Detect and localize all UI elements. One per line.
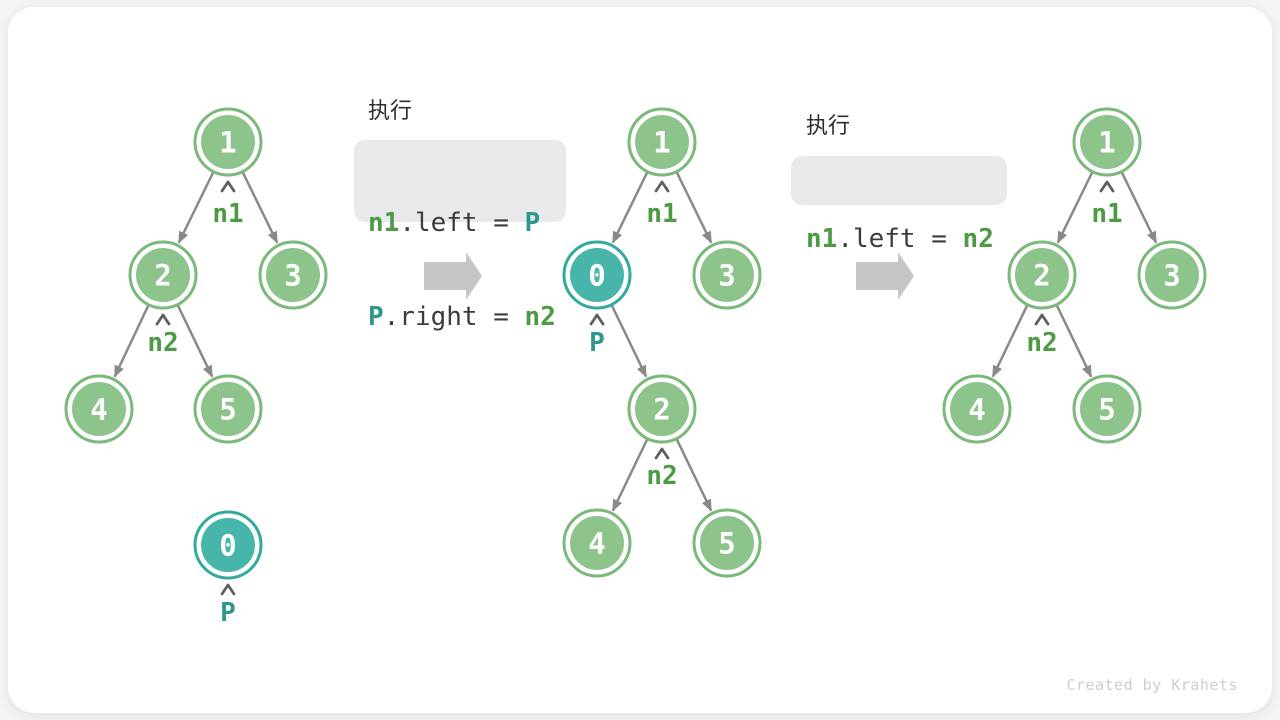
pointer-label-n1: n1: [212, 199, 243, 229]
tree-step1: 1 2 3 4 5 n1 n2 0: [64, 107, 328, 628]
tree-node-1: 1: [193, 107, 263, 177]
node-value: 1: [653, 126, 670, 160]
pointer-label-n2: n2: [646, 461, 677, 491]
code-keyword: n1: [368, 208, 400, 238]
tree-node-5: 5: [193, 374, 263, 444]
tree-node-1: 1: [1072, 107, 1142, 177]
edge-1-3: [1120, 171, 1158, 244]
edge-2-5: [176, 304, 214, 378]
node-value: 4: [588, 527, 605, 561]
tree-node-3: 3: [258, 240, 328, 310]
tree-node-4: 4: [562, 508, 632, 578]
pointer-caret-icon: [654, 447, 670, 460]
tree-node-2: 2: [627, 374, 697, 444]
pointer-caret-icon: [654, 180, 670, 193]
right-block-arrow-icon: [424, 252, 482, 300]
edge-1-2: [1056, 171, 1094, 244]
node-value: 4: [968, 393, 985, 427]
tree-node-2: 2: [128, 240, 198, 310]
exec-label: 执行: [368, 99, 413, 124]
pointer-label-p: P: [220, 598, 236, 628]
node-value: 1: [1098, 126, 1115, 160]
node-value: 5: [718, 527, 735, 561]
node-value: 0: [219, 529, 236, 563]
node-value: 3: [718, 259, 735, 293]
node-value: 4: [90, 393, 107, 427]
code-keyword: n2: [962, 224, 994, 254]
code-line: P.right = n2: [368, 300, 566, 334]
node-value: 0: [588, 259, 605, 293]
edge-2-4: [991, 304, 1029, 378]
tree-node-3: 3: [1137, 240, 1207, 310]
tree-node-4: 4: [64, 374, 134, 444]
pointer-caret-icon: [589, 313, 605, 326]
pointer-label-p: P: [589, 328, 605, 358]
edge-0-2: [610, 304, 648, 378]
node-value: 1: [219, 126, 236, 160]
tree-node-3: 3: [692, 240, 762, 310]
code-keyword: n2: [524, 302, 556, 332]
detached-node-p: 0: [193, 510, 263, 580]
node-value: 2: [154, 259, 171, 293]
exec-label: 执行: [806, 114, 851, 139]
node-value: 2: [1033, 259, 1050, 293]
tree-node-2: 2: [1007, 240, 1077, 310]
code-keyword: n1: [806, 224, 838, 254]
edge-1-2: [177, 171, 215, 244]
pointer-label-n1: n1: [646, 199, 677, 229]
code-snippet-2: n1.left = n2: [791, 156, 1007, 254]
tree-node-5: 5: [1072, 374, 1142, 444]
pointer-caret-icon: [155, 313, 171, 326]
pointer-label-n1: n1: [1091, 199, 1122, 229]
edge-1-3: [241, 171, 279, 244]
tree-node-4: 4: [942, 374, 1012, 444]
node-value: 3: [284, 259, 301, 293]
edge-2-4: [113, 304, 150, 378]
code-keyword: P: [524, 208, 541, 238]
code-line: n1.left = n2: [806, 222, 1007, 256]
code-text: .right =: [383, 302, 525, 332]
pointer-caret-icon: [220, 583, 236, 596]
code-snippet-1: n1.left = P P.right = n2: [354, 140, 566, 332]
node-value: 5: [1098, 393, 1115, 427]
edge-2-5: [1055, 304, 1093, 378]
tree-node-1: 1: [627, 107, 697, 177]
pointer-caret-icon: [1034, 313, 1050, 326]
pointer-caret-icon: [1099, 180, 1115, 193]
pointer-label-n2: n2: [1026, 328, 1057, 358]
code-keyword: P: [368, 302, 384, 332]
node-value: 3: [1163, 259, 1180, 293]
edge-1-3: [675, 171, 713, 244]
right-block-arrow-icon: [856, 252, 914, 300]
credit-watermark: Created by Krahets: [1066, 676, 1238, 694]
edge-2-5: [675, 438, 713, 512]
node-value: 5: [219, 393, 236, 427]
tree-step2: 1 0 3 2 4 5 n1: [562, 107, 762, 578]
node-value: 2: [653, 393, 670, 427]
tree-node-0: 0: [562, 240, 632, 310]
code-text: .left =: [399, 208, 525, 238]
pointer-caret-icon: [220, 180, 236, 193]
tree-step3: 1 2 3 4 5 n1 n2: [942, 107, 1207, 444]
tree-node-5: 5: [692, 508, 762, 578]
code-text: .left =: [837, 224, 963, 254]
code-line: n1.left = P: [368, 206, 566, 240]
edge-1-0: [611, 171, 649, 244]
edge-2-4: [611, 438, 649, 512]
pointer-label-n2: n2: [147, 328, 178, 358]
